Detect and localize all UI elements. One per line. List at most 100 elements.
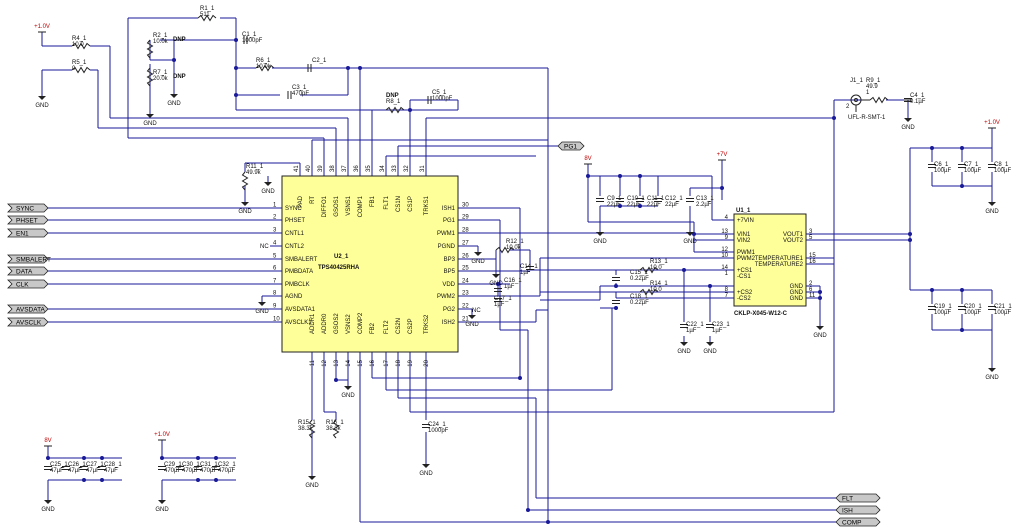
port-comp[interactable]: COMP: [835, 517, 881, 526]
port-flt[interactable]: FLT: [835, 493, 881, 503]
u2-pin-num: 11: [310, 359, 316, 366]
port-sync[interactable]: SYNC: [7, 203, 49, 213]
resistor-note: DNP: [173, 74, 186, 80]
resistor-value: 10.0k: [506, 245, 522, 251]
u2-pin-name: CS2P: [408, 318, 414, 334]
ground-label: GND: [255, 309, 269, 315]
ic-u2[interactable]: U2_1 TPS40425RHA 1SYNC2PHSET3CNTL14CNTL2…: [260, 165, 481, 367]
port-smbalert[interactable]: SMBALERT: [7, 254, 51, 264]
resistor-ref: R12_1: [506, 239, 524, 245]
u2-pin-num: 19: [408, 359, 414, 366]
resistor-r15_1[interactable]: R15_138.3k: [298, 419, 316, 439]
u2-pin-num: 24: [462, 279, 469, 285]
capacitor-c13_1[interactable]: C13_12.2µF: [686, 196, 714, 208]
resistor-r16_1[interactable]: R16_138.3k: [326, 419, 344, 439]
ground-label: GND: [143, 121, 157, 127]
resistor-r4_1[interactable]: R4_110.0: [71, 36, 91, 50]
u2-pin-num: 16: [370, 359, 376, 366]
port-data[interactable]: DATA: [7, 266, 49, 276]
u1-pin-num: 13: [721, 229, 728, 235]
capacitor-c15_1[interactable]: C15_10.22µF: [612, 270, 649, 282]
u2-pin-name: PWM2: [437, 294, 456, 300]
resistor-body: [146, 67, 154, 87]
resistor-r6_1[interactable]: R6_110.0k: [255, 58, 275, 72]
resistor-r12_1[interactable]: R12_110.0k: [495, 239, 524, 254]
ground-symbol: GND: [703, 336, 717, 355]
port-label: SMBALERT: [16, 256, 51, 263]
u2-pin-num: 34: [380, 165, 386, 172]
ground-label: GND: [41, 507, 55, 513]
ground-symbol: GND: [261, 176, 275, 195]
u2-pin-num: 41: [294, 165, 300, 172]
port-en1[interactable]: EN1: [7, 228, 49, 238]
port-label: AVSCLK: [16, 319, 42, 326]
resistor-body: [385, 106, 405, 114]
resistor-r13_1[interactable]: R13_110.0: [639, 259, 668, 274]
ground-symbol: GND: [155, 494, 169, 513]
u2-pin-name: BP5: [444, 269, 456, 275]
cap-ref: C19_1: [934, 304, 952, 310]
resistor-r9_1[interactable]: R9_149.9: [866, 78, 889, 104]
ground-symbol: GND: [677, 336, 691, 355]
u1-pin-name: GND: [790, 290, 804, 296]
ground-label: GND: [167, 101, 181, 107]
capacitor-c18_1[interactable]: C18_10.22µF: [612, 294, 649, 306]
u2-pin-num: 8: [273, 291, 277, 297]
cap-ref: C18_1: [630, 294, 648, 300]
port-shape: [835, 505, 881, 515]
resistor-value: 49.9: [866, 84, 878, 90]
ground-label: GND: [341, 393, 355, 399]
cap-value: 100µF: [994, 310, 1011, 316]
u2-pin-name: PAD: [298, 195, 304, 208]
cap-ref: C20_1: [964, 304, 982, 310]
u1-pin-num: 11: [809, 293, 816, 299]
resistor-r11_1[interactable]: R11_149.9k: [241, 164, 264, 191]
connector-j1[interactable]: J1_1 1 2 UFL-R-SMT-1: [846, 78, 886, 121]
port-avsclk[interactable]: AVSCLK: [7, 317, 49, 327]
port-avsdata[interactable]: AVSDATA: [7, 304, 49, 314]
resistor-body: [197, 14, 217, 22]
capacitor-c2_1[interactable]: C2_1: [307, 58, 327, 72]
resistor-r14_1[interactable]: R14_110.0: [639, 281, 668, 296]
capacitor-c4_1[interactable]: C4_10.1µF: [904, 93, 926, 105]
supply-symbol: 8V: [584, 156, 592, 165]
port-ish[interactable]: ISH: [835, 505, 881, 515]
port-pg1[interactable]: PG1: [557, 141, 585, 151]
resistor-r5_1[interactable]: R5_10: [71, 60, 91, 74]
port-phset[interactable]: PHSET: [7, 215, 49, 225]
cap-value: 22µF: [627, 202, 641, 208]
u1-pin-name: VOUT1: [783, 232, 804, 238]
port-clk[interactable]: CLK: [7, 279, 49, 289]
